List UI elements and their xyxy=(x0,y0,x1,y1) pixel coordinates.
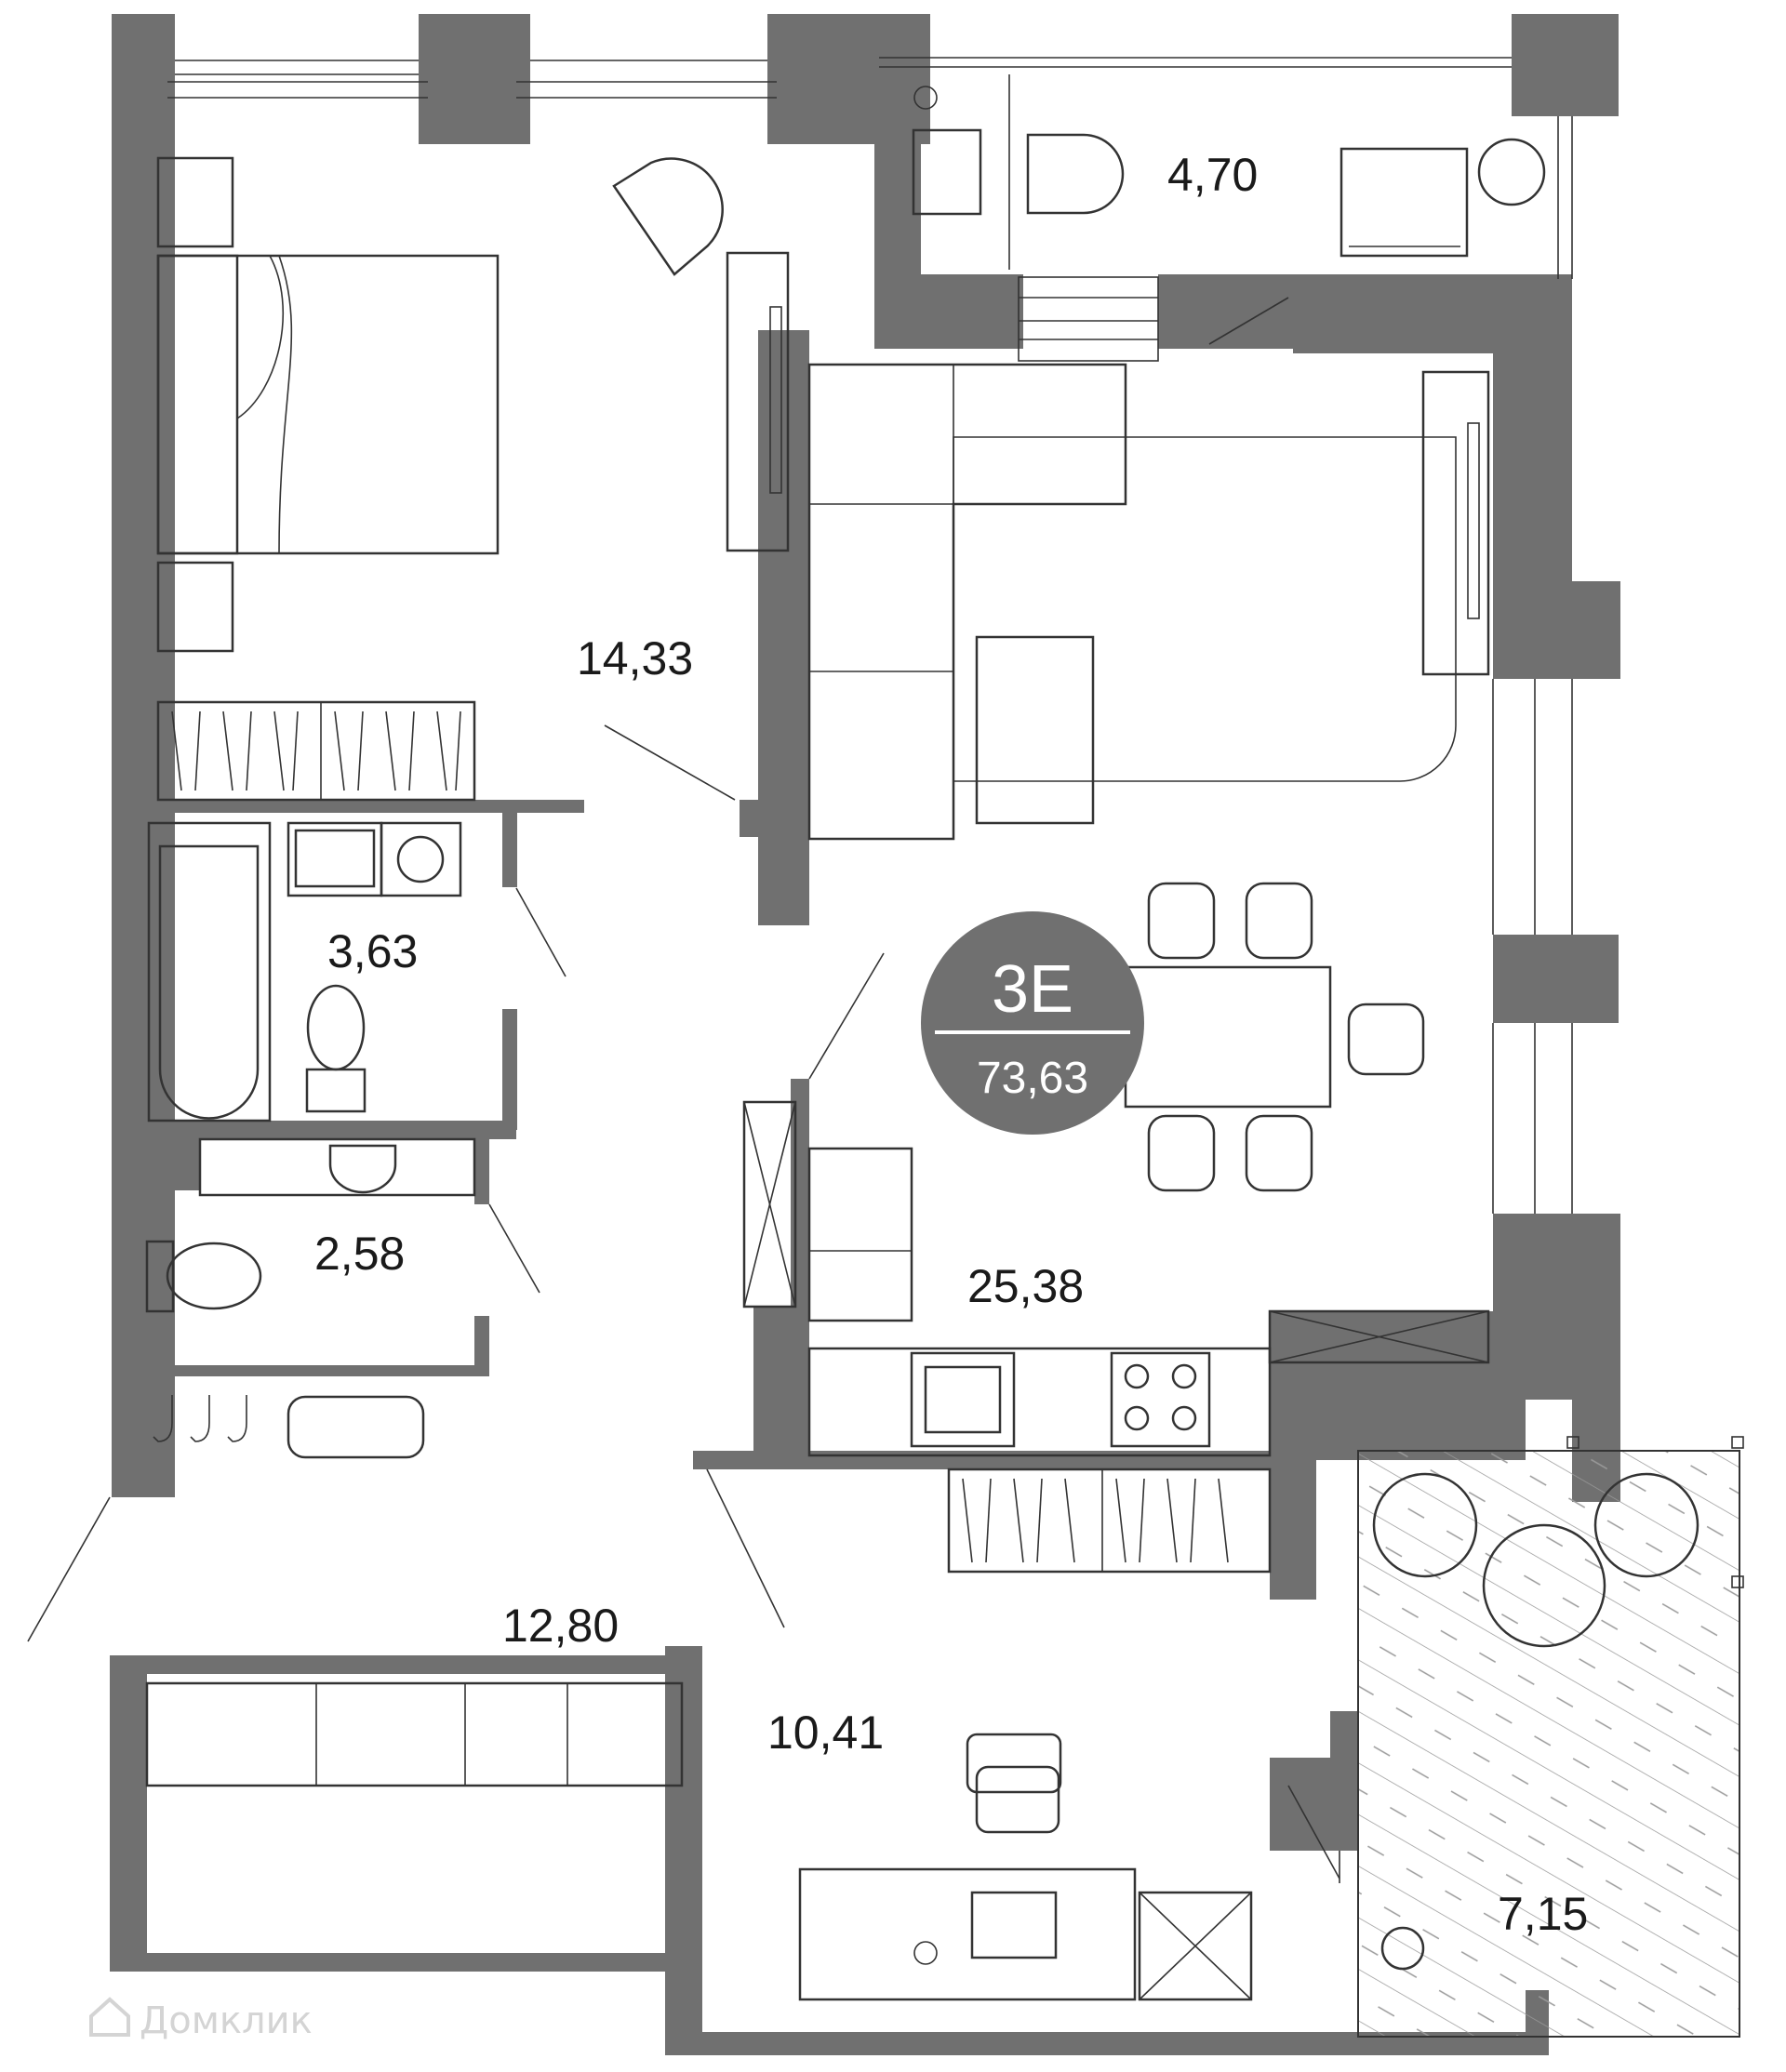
room-area-balcony-top: 4,70 xyxy=(1167,149,1258,201)
apartment-code: 3E xyxy=(992,952,1073,1027)
balcony-top xyxy=(912,74,1546,362)
loggia xyxy=(1357,1436,1744,2038)
room-area-bathroom: 3,63 xyxy=(327,925,418,977)
watermark-text: Домклик xyxy=(140,1999,313,2042)
doors xyxy=(27,297,1340,1883)
hallway-furniture xyxy=(145,1395,684,1787)
bathroom-fixtures xyxy=(147,821,462,1122)
bedroom-furniture xyxy=(156,156,790,802)
room-area-study: 10,41 xyxy=(767,1707,884,1759)
apartment-badge: 3E 73,63 xyxy=(921,911,1144,1135)
room-area-kitchen-living: 25,38 xyxy=(967,1260,1084,1312)
room-area-bedroom: 14,33 xyxy=(577,632,693,684)
study-furniture xyxy=(798,1468,1272,2001)
windows xyxy=(167,57,1573,1214)
room-area-toilet: 2,58 xyxy=(314,1228,405,1280)
watermark: Домклик xyxy=(89,1997,313,2042)
room-area-hallway: 12,80 xyxy=(502,1600,619,1652)
house-icon xyxy=(89,1997,130,2037)
living-furniture xyxy=(742,363,1490,1457)
toilet-fixtures xyxy=(145,1137,476,1313)
room-labels: 14,33 4,70 3,63 2,58 25,38 12,80 10,41 7… xyxy=(314,149,1588,1940)
apartment-total-area: 73,63 xyxy=(977,1054,1088,1103)
walls xyxy=(110,14,1620,2055)
room-area-loggia: 7,15 xyxy=(1498,1888,1588,1940)
